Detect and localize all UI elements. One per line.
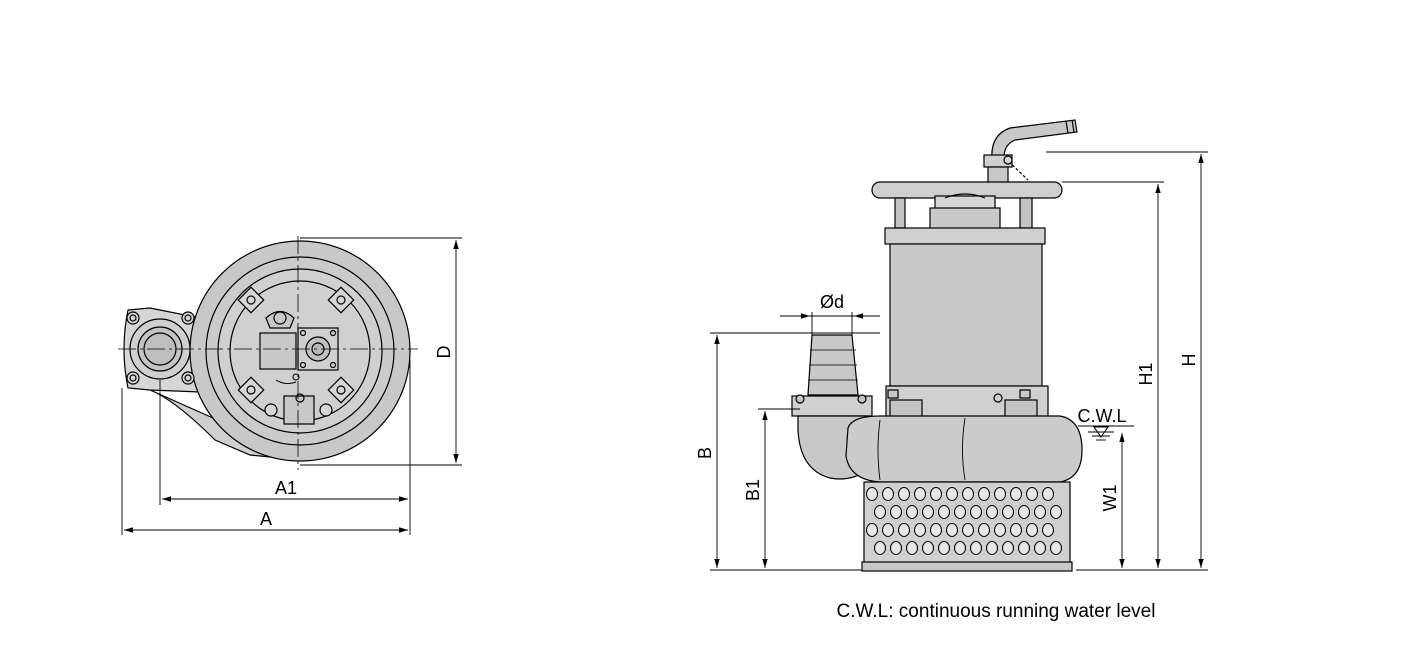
bottom-handle (283, 395, 315, 425)
top-view-centerlines (118, 236, 418, 470)
strainer-hole (986, 505, 998, 519)
label-h: H (1179, 354, 1199, 367)
strainer-hole (978, 523, 990, 537)
label-outlet-diameter: Ød (820, 292, 844, 312)
strainer-hole (1034, 541, 1046, 555)
label-cwl: C.W.L (1077, 406, 1126, 426)
side-view (791, 119, 1083, 572)
motor-body (889, 243, 1043, 387)
motor-cap (884, 227, 1046, 245)
top-view (123, 240, 411, 462)
lifting-lug (265, 310, 295, 329)
flange-bolts (126, 311, 195, 385)
strainer-hole (978, 487, 990, 501)
strainer-hole (962, 487, 974, 501)
strainer-hole (962, 523, 974, 537)
plate-bolts (237, 286, 355, 404)
strainer-hole (970, 505, 982, 519)
label-h1: H1 (1136, 362, 1156, 385)
base-plate (861, 561, 1073, 572)
strainer-hole (930, 487, 942, 501)
strainer-hole (922, 505, 934, 519)
strainer-hole (890, 505, 902, 519)
strainer-hole (1018, 541, 1030, 555)
strainer-hole (930, 523, 942, 537)
power-cable (991, 119, 1078, 161)
strainer-hole (1010, 487, 1022, 501)
strainer-hole (1042, 523, 1054, 537)
strainer-hole (866, 523, 878, 537)
strainer-hole (1018, 505, 1030, 519)
strainer-hole (898, 523, 910, 537)
strainer-hole (898, 487, 910, 501)
strainer-hole (938, 505, 950, 519)
label-a1: A1 (275, 478, 297, 498)
strainer-hole (994, 523, 1006, 537)
strainer-hole (1042, 487, 1054, 501)
label-w1: W1 (1100, 485, 1120, 512)
strainer-hole (994, 487, 1006, 501)
strainer-hole (906, 541, 918, 555)
strainer-hole (938, 541, 950, 555)
strainer-hole (914, 523, 926, 537)
strainer-hole (954, 541, 966, 555)
strainer-hole (906, 505, 918, 519)
control-box (259, 332, 297, 370)
strainer-hole (946, 523, 958, 537)
strainer-hole (922, 541, 934, 555)
strainer-hole (1002, 505, 1014, 519)
label-b: B (695, 447, 715, 459)
strainer-hole (1026, 487, 1038, 501)
side-view-dimensions (710, 151, 1208, 571)
strainer-holes (866, 487, 1062, 555)
strainer-hole (954, 505, 966, 519)
strainer-hole (1034, 505, 1046, 519)
strainer-hole (970, 541, 982, 555)
strainer-hole (890, 541, 902, 555)
strainer-hole (1050, 505, 1062, 519)
strainer-hole (882, 487, 894, 501)
label-b1: B1 (743, 479, 763, 501)
strainer-hole (986, 541, 998, 555)
strainer-hole (874, 541, 886, 555)
strainer-hole (1050, 541, 1062, 555)
top-view-dimensions (121, 237, 462, 535)
strainer-hole (1026, 523, 1038, 537)
strainer-hole (1002, 541, 1014, 555)
strainer-hole (882, 523, 894, 537)
strainer-hole (866, 487, 878, 501)
strainer-hole (946, 487, 958, 501)
label-a: A (260, 509, 272, 529)
volute-casing (845, 415, 1083, 483)
label-d: D (434, 346, 454, 359)
strainer-hole (1010, 523, 1022, 537)
strainer-hole (914, 487, 926, 501)
strainer-hole (874, 505, 886, 519)
caption: C.W.L: continuous running water level (837, 601, 1156, 622)
